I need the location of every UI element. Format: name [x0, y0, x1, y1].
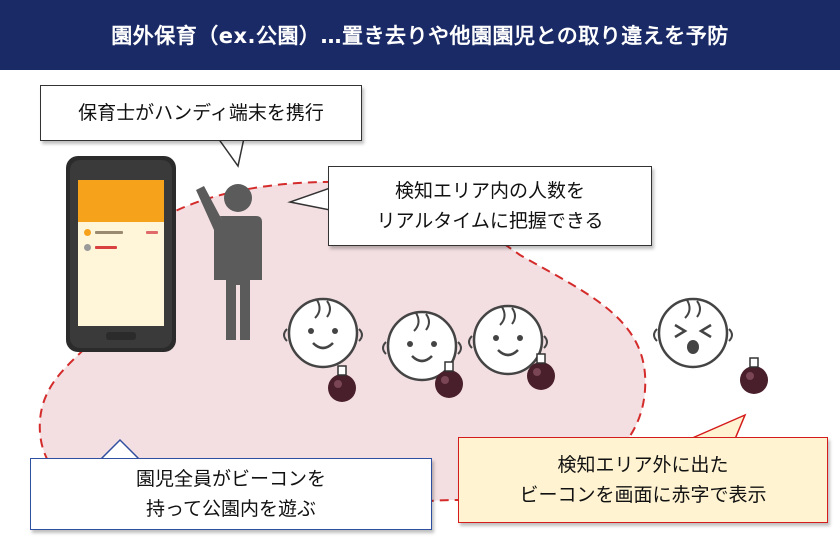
- phone-screen: [78, 180, 164, 326]
- beacon-icon: [435, 361, 463, 398]
- beacon-icon: [328, 365, 356, 402]
- scene-svg: [38, 137, 768, 525]
- beacon-icon: [527, 353, 555, 390]
- beacon-icon: [740, 357, 768, 394]
- callout-count-line: 検知エリア内の人数を: [394, 180, 585, 202]
- caregiver-icon: [196, 184, 262, 340]
- callout-alert-line: 検知エリア外に出た: [557, 454, 729, 476]
- callout-device: 保育士がハンディ端末を携行: [40, 85, 362, 141]
- callout-children: 園児全員がビーコンを 持って公園内を遊ぶ: [30, 458, 432, 530]
- child-face-icon: [283, 297, 363, 369]
- page-title: 園外保育（ex.公園）…置き去りや他園園児との取り違えを予防: [0, 0, 840, 70]
- callout-device-tail: [216, 137, 245, 168]
- callout-alert-tail: [689, 413, 747, 440]
- callout-children-line: 持って公園内を遊ぶ: [145, 498, 317, 520]
- handheld-terminal-icon: [66, 156, 176, 352]
- callout-count-line: リアルタイムに把握できる: [376, 210, 604, 232]
- child-face-icon: [382, 310, 462, 382]
- phone-header-bar: [78, 180, 164, 222]
- callout-children-line: 園児全員がビーコンを: [135, 468, 326, 490]
- callout-alert-line: ビーコンを画面に赤字で表示: [519, 484, 767, 506]
- child-face-icon: [468, 304, 548, 376]
- illustration-stage: 保育士がハンディ端末を携行 検知エリア内の人数を リアルタイムに把握できる 園児…: [0, 70, 840, 544]
- callout-count: 検知エリア内の人数を リアルタイムに把握できる: [328, 166, 652, 246]
- callout-alert: 検知エリア外に出た ビーコンを画面に赤字で表示: [458, 437, 828, 523]
- crying-child-face-icon: [653, 297, 733, 369]
